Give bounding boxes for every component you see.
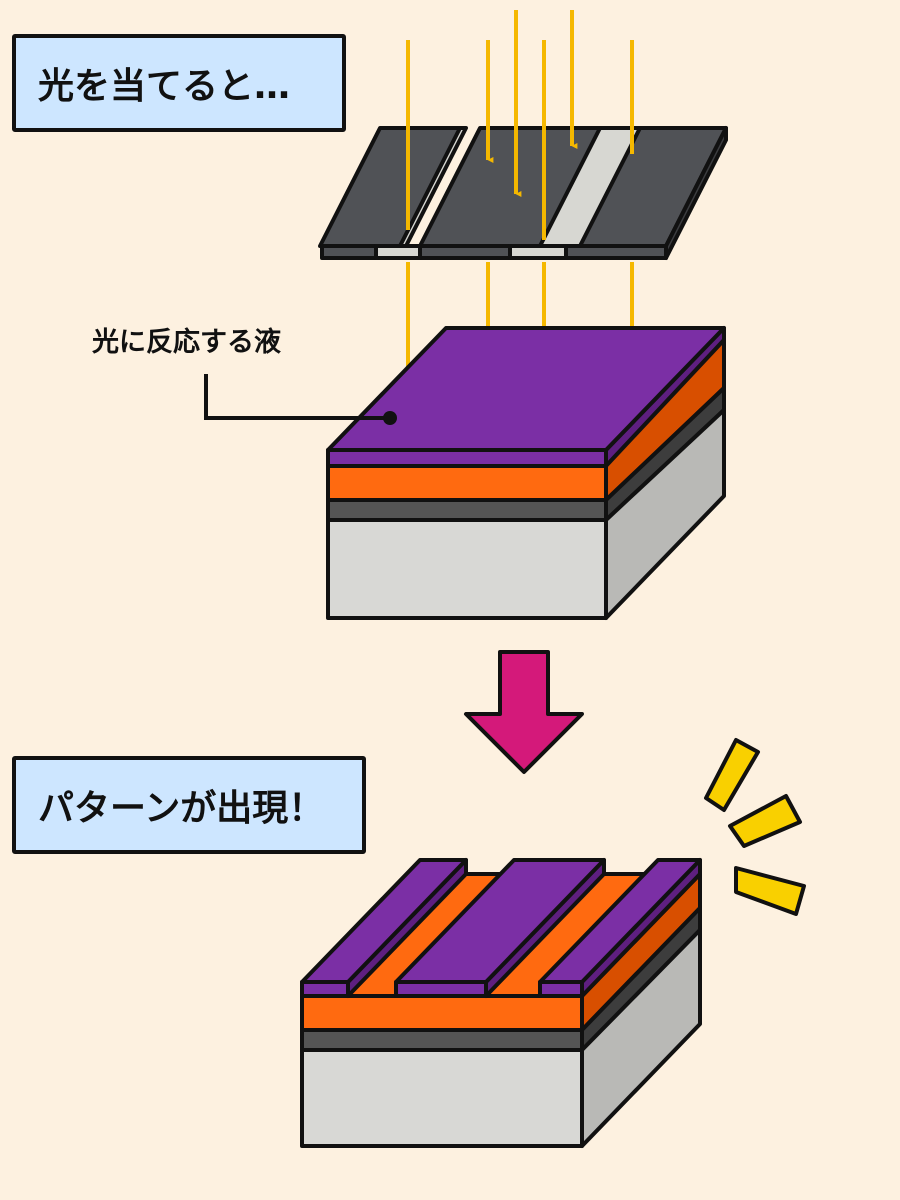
mask-front-edge [320,244,668,260]
sparkle-icon [704,738,806,916]
resist-ridge-3 [538,858,702,998]
step-1-label: 光を当てると… [12,34,346,132]
photoresist-layer [326,448,608,468]
leader-dot [383,411,397,425]
wafer-patterned [300,858,702,1148]
step-1-text: 光を当てると… [38,66,291,107]
dark-layer [300,1028,584,1052]
photomask [318,126,728,260]
substrate [300,1048,584,1148]
resist-ridge-2 [394,858,606,998]
down-arrow-icon [464,650,584,774]
liquid-leader [204,374,397,425]
wafer-coated [326,326,726,620]
orange-layer [300,994,584,1032]
orange-layer [326,464,608,502]
dark-layer [326,498,608,522]
photoresist-label: 光に反応する液 [92,327,281,358]
step-2-text: パターンが出現！ [38,788,325,829]
substrate [326,518,608,620]
resist-ridge-1 [300,858,468,998]
step-2-label: パターンが出現！ [12,756,366,854]
